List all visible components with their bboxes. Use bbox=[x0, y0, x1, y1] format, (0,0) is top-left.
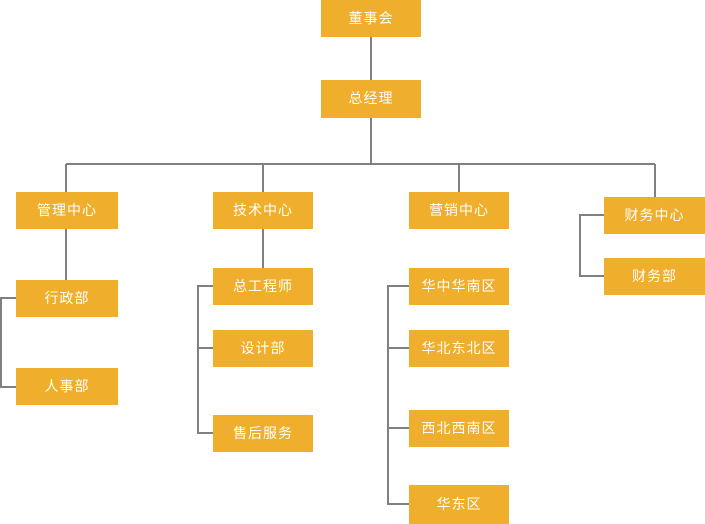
node-label: 西北西南区 bbox=[421, 420, 497, 437]
node-board[interactable]: 董事会 bbox=[321, 0, 421, 37]
node-administration-department[interactable]: 行政部 bbox=[16, 280, 118, 317]
node-label: 总工程师 bbox=[233, 278, 293, 295]
node-label: 财务中心 bbox=[624, 207, 685, 224]
node-design-department[interactable]: 设计部 bbox=[213, 330, 313, 367]
node-label: 华北东北区 bbox=[421, 340, 497, 357]
node-after-sales-service[interactable]: 售后服务 bbox=[213, 415, 313, 452]
node-label: 设计部 bbox=[240, 340, 286, 357]
node-label: 人事部 bbox=[44, 378, 90, 395]
node-label: 售后服务 bbox=[233, 425, 293, 442]
node-label: 技术中心 bbox=[233, 202, 293, 219]
node-sales-center[interactable]: 营销中心 bbox=[409, 192, 509, 229]
node-label: 行政部 bbox=[44, 290, 90, 307]
node-label: 管理中心 bbox=[37, 202, 97, 219]
node-technology-center[interactable]: 技术中心 bbox=[213, 192, 313, 229]
node-label: 总经理 bbox=[348, 91, 394, 107]
node-finance-department[interactable]: 财务部 bbox=[604, 258, 705, 295]
node-chief-engineer[interactable]: 总工程师 bbox=[213, 268, 313, 305]
node-general-manager[interactable]: 总经理 bbox=[321, 80, 421, 118]
node-hr-department[interactable]: 人事部 bbox=[16, 368, 118, 405]
node-region-east-china[interactable]: 华东区 bbox=[409, 485, 509, 524]
node-label: 营销中心 bbox=[429, 202, 489, 219]
node-finance-center[interactable]: 财务中心 bbox=[604, 197, 705, 234]
edge-sales-children-bracket bbox=[387, 285, 409, 505]
node-region-central-south-china[interactable]: 华中华南区 bbox=[409, 268, 509, 305]
edge-fin-children-bracket bbox=[579, 214, 604, 277]
node-label: 华中华南区 bbox=[421, 278, 497, 295]
node-management-center[interactable]: 管理中心 bbox=[16, 192, 118, 229]
edge-tech-children-bracket bbox=[197, 285, 213, 434]
node-region-north-northeast-china[interactable]: 华北东北区 bbox=[409, 330, 509, 367]
node-label: 董事会 bbox=[348, 10, 394, 27]
node-label: 华东区 bbox=[436, 496, 482, 513]
node-region-northwest-southwest-china[interactable]: 西北西南区 bbox=[409, 410, 509, 447]
node-label: 财务部 bbox=[632, 268, 677, 285]
edge-admin-hr-bracket bbox=[0, 297, 16, 388]
